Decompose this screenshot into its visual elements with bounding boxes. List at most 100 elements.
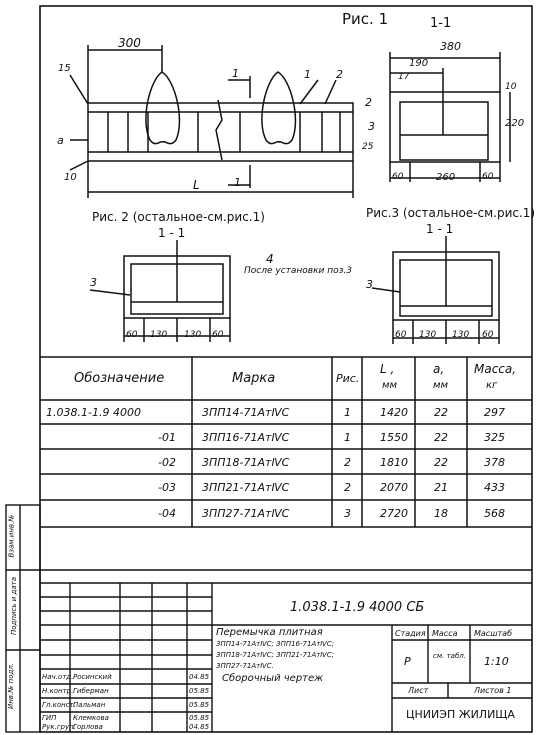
row0-mass: 297 [484, 406, 505, 419]
sec1-dim-25: 25 [362, 142, 374, 152]
row2-a: 22 [434, 456, 448, 469]
person1-name: Гиберман [73, 687, 109, 695]
person3-role: ГИП [42, 714, 57, 722]
fig1-pos-2: 2 [336, 68, 343, 81]
side-label-inv: Инв.№ подл. [7, 662, 16, 710]
stamp-scale: 1:10 [484, 655, 509, 668]
note-pos-4: 4 [266, 252, 274, 266]
stamp-org: ЦНИИЭП ЖИЛИЩА [406, 708, 515, 721]
fig3-title: Рис.3 (остальное-см.рис.1) [366, 206, 536, 220]
person1-role: Н.контр. [42, 687, 74, 695]
row3-mark: 3ПП21-71АтⅣС [202, 481, 290, 494]
row0-a: 22 [434, 406, 448, 419]
fig1-dim-15: 15 [58, 63, 71, 74]
fig3-section-title: 1 - 1 [426, 222, 454, 236]
fig3-section [371, 236, 500, 344]
person2-name: Пальман [73, 701, 106, 709]
fig1-section [389, 52, 511, 182]
stamp-sheet: Лист [408, 686, 429, 695]
sec1-dim-10: 10 [505, 82, 517, 92]
row3-designation: -03 [158, 481, 176, 494]
stamp-title-line-2: 3ПП18-71АтⅣС; 3ПП21-71АтⅣС; [216, 651, 335, 659]
sec1-dim-17: 17 [398, 72, 410, 82]
sec1-dim-260: 260 [436, 172, 456, 183]
row1-mass: 325 [484, 431, 505, 444]
person3-name: Клемкова [73, 714, 109, 722]
person2-date: 05.85 [189, 701, 210, 709]
person4-role: Рук.груп. [42, 723, 76, 731]
sec1-pos-2: 2 [365, 96, 372, 109]
person1-date: 05.85 [189, 687, 210, 695]
fig2-pos-3: 3 [90, 276, 97, 289]
row1-designation: -01 [158, 431, 176, 444]
stamp-col-mass: Масса [432, 629, 458, 638]
table-header-fig: Рис. [336, 372, 360, 385]
person0-role: Нач.отд. [42, 673, 74, 681]
person0-date: 04.85 [189, 673, 210, 681]
row3-a: 21 [434, 481, 448, 494]
table-header-L-unit: мм [382, 380, 398, 391]
stamp-title-line-0: Перемычка плитная [216, 627, 323, 638]
fig2-dim-130a: 130 [150, 330, 168, 340]
row1-a: 22 [434, 431, 448, 444]
person4-date: 04.85 [189, 723, 210, 731]
note-text: После установки поз.3 [244, 266, 353, 276]
row2-mark: 3ПП18-71АтⅣС [202, 456, 290, 469]
table-header-designation: Обозначение [74, 371, 165, 386]
side-label-replace: Взам.инв.№ [7, 514, 16, 558]
fig2-section [89, 240, 231, 342]
row4-fig: 3 [344, 507, 351, 520]
fig1-dim-L: L [193, 178, 200, 192]
person0-name: Росинский [73, 673, 112, 681]
sec1-pos-3: 3 [368, 120, 375, 133]
sec1-dim-220: 220 [505, 118, 525, 129]
fig2-title: Рис. 2 (остальное-см.рис.1) [92, 210, 265, 224]
fig1-cut-1b: 1 [234, 176, 241, 189]
fig3-pos-3: 3 [366, 278, 373, 291]
fig1-elevation [69, 45, 354, 198]
stamp-col-scale: Масштаб [474, 629, 513, 638]
table-header-L: L , [380, 362, 395, 376]
stamp-title-line-3: 3ПП27-71АтⅣС. [216, 662, 274, 670]
fig1-section-title: 1-1 [430, 16, 452, 31]
fig1-dim-a: a [57, 134, 64, 147]
person4-name: Горлова [73, 723, 103, 731]
row1-L: 1550 [380, 431, 408, 444]
stamp-title-line-1: 3ПП14-71АтⅣС; 3ПП16-71АтⅣС; [216, 640, 335, 648]
sec1-dim-60a: 60 [392, 172, 404, 182]
stamp-subtitle: Сборочный чертеж [222, 673, 324, 684]
title-block-grid [40, 582, 532, 732]
fig2-dim-60b: 60 [212, 330, 224, 340]
fig3-dim-130b: 130 [452, 330, 470, 340]
row3-L: 2070 [380, 481, 408, 494]
row3-mass: 433 [484, 481, 505, 494]
row4-mark: 3ПП27-71АтⅣС [202, 507, 290, 520]
sec1-dim-60b: 60 [482, 172, 494, 182]
fig3-dim-130a: 130 [419, 330, 437, 340]
row4-mass: 568 [484, 507, 505, 520]
sec1-dim-380: 380 [440, 40, 461, 53]
row3-fig: 2 [344, 481, 351, 494]
row2-fig: 2 [344, 456, 351, 469]
side-strip-grid [5, 504, 41, 733]
sec1-dim-190: 190 [409, 58, 429, 69]
stamp-mass: см. табл. [433, 652, 466, 660]
table-header-a: a, [433, 362, 445, 376]
fig1-pos-1: 1 [304, 68, 311, 81]
person2-role: Гл.конст. [42, 701, 76, 709]
table-header-mark: Марка [232, 371, 276, 386]
fig3-dim-60a: 60 [395, 330, 407, 340]
fig3-dim-60b: 60 [482, 330, 494, 340]
stamp-stage: Р [404, 655, 411, 668]
person3-date: 05.85 [189, 714, 210, 722]
row4-L: 2720 [380, 507, 408, 520]
table-header-mass: Масса, [474, 362, 517, 376]
row2-L: 1810 [380, 456, 408, 469]
row0-L: 1420 [380, 406, 408, 419]
row0-mark: 3ПП14-71АтⅣС [202, 406, 290, 419]
stamp-col-stage: Стадия [395, 629, 426, 638]
table-header-a-unit: мм [433, 380, 449, 391]
fig1-cut-1a: 1 [232, 67, 239, 80]
sheet-frame [39, 5, 533, 733]
